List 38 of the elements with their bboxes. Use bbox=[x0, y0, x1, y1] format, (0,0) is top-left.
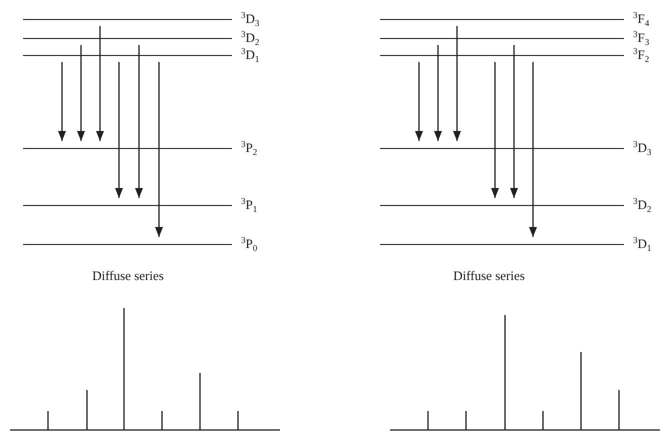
transition-arrow bbox=[529, 62, 537, 237]
level-label: $^{3}$F$_{4}$ bbox=[633, 12, 650, 26]
energy-level bbox=[380, 237, 652, 251]
level-label: $^{3}$F$_{2}$ bbox=[633, 48, 650, 62]
energy-level bbox=[23, 198, 258, 212]
level-label: $^{3}$D$_{3}$ bbox=[241, 12, 260, 26]
transition-arrow bbox=[115, 62, 123, 198]
level-label: $^{3}$P$_{0}$ bbox=[241, 237, 258, 251]
energy-level bbox=[380, 141, 652, 155]
transition-arrow bbox=[135, 45, 143, 198]
series-caption: Diffuse series bbox=[453, 268, 525, 284]
level-label: $^{3}$P$_{1}$ bbox=[241, 198, 258, 212]
transition-arrow bbox=[58, 62, 66, 141]
transition-arrow bbox=[415, 62, 423, 141]
level-label: $^{3}$D$_{1}$ bbox=[241, 48, 260, 62]
energy-level bbox=[380, 12, 650, 26]
energy-level bbox=[23, 12, 260, 26]
transition-arrow bbox=[491, 62, 499, 198]
energy-level bbox=[380, 48, 650, 62]
level-label: $^{3}$D$_{2}$ bbox=[633, 198, 652, 212]
level-label: $^{3}$D$_{2}$ bbox=[241, 31, 260, 45]
transition-arrow bbox=[434, 45, 442, 141]
series-caption: Diffuse series bbox=[92, 268, 164, 284]
transition-arrow bbox=[510, 45, 518, 198]
level-label: $^{3}$D$_{3}$ bbox=[633, 141, 652, 155]
transition-arrow bbox=[96, 26, 104, 141]
transition-arrow bbox=[155, 62, 163, 237]
transition-arrow bbox=[453, 26, 461, 141]
energy-level bbox=[23, 237, 258, 251]
level-label: $^{3}$P$_{2}$ bbox=[241, 141, 258, 155]
energy-level bbox=[23, 48, 260, 62]
level-label: $^{3}$D$_{1}$ bbox=[633, 237, 652, 251]
energy-level bbox=[23, 31, 260, 45]
energy-level bbox=[380, 31, 650, 45]
energy-level bbox=[380, 198, 652, 212]
level-label: $^{3}$F$_{3}$ bbox=[633, 31, 650, 45]
transition-arrow bbox=[77, 45, 85, 141]
energy-level bbox=[23, 141, 258, 155]
